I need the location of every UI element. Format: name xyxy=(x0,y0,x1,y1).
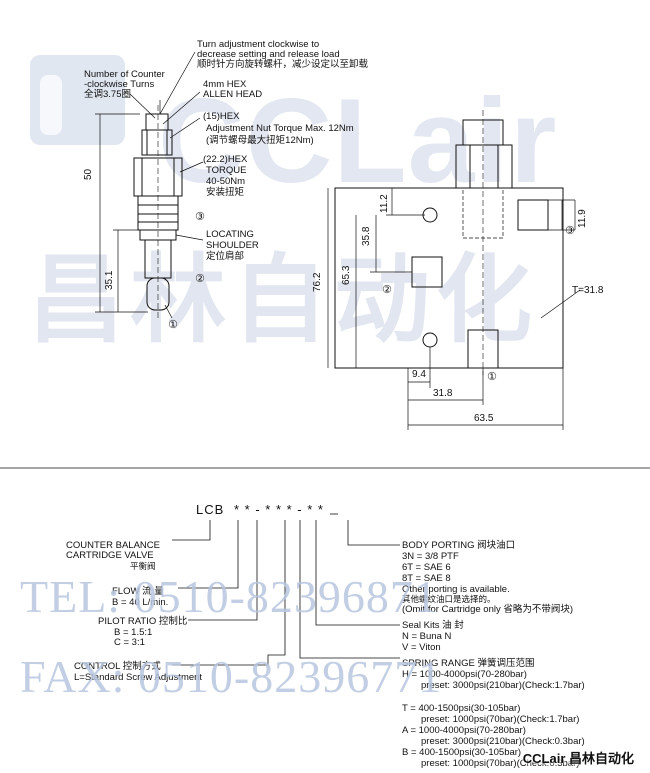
port-2 xyxy=(411,256,443,288)
locating-label-1: LOCATING xyxy=(206,229,254,240)
spring-option-a: A = 1000-4000psi(70-280bar) xyxy=(402,725,526,736)
watermark-brand-text: CCLair xyxy=(158,74,558,208)
watermark-tel: TEL: 0510-82396871 xyxy=(20,571,438,622)
adj-nut-torque-label: Adjustment Nut Torque Max. 12Nm xyxy=(206,123,354,134)
allen-head-label: ALLEN HEAD xyxy=(203,89,263,100)
mount-hole-bottom xyxy=(422,332,438,348)
counter-turns-line2: -clockwise Turns xyxy=(84,79,155,90)
seal-kits-label: Seal Kits 油 封 xyxy=(402,620,464,631)
flow-option-b: B = 40 L/min. xyxy=(112,597,169,608)
spring-option-t-preset: preset: 1000psi(70bar)(Check:1.7bar) xyxy=(421,714,580,725)
model-code: LCB xyxy=(196,502,225,517)
porting-other-en: Other porting is available. xyxy=(402,584,510,595)
port-3-marker-left: ③ xyxy=(195,211,205,223)
pilot-ratio-b: B = 1.5:1 xyxy=(114,627,153,638)
porting-3n: 3N = 3/8 PTF xyxy=(402,551,459,562)
port-2-marker-left: ② xyxy=(195,273,205,285)
hex-22-label: (22.2)HEX xyxy=(203,154,248,165)
footer-brand: CCLair 昌林自动化 xyxy=(522,751,634,766)
left-dimensions xyxy=(95,113,148,313)
watermark-fax: FAX: 0510-82396771 xyxy=(20,651,443,702)
block-valve-nut xyxy=(455,144,513,189)
locating-label-2: SHOULDER xyxy=(206,240,259,251)
ordering-code-lines xyxy=(172,513,400,666)
dim-35-8: 35.8 xyxy=(361,226,372,246)
spring-option-b: B = 400-1500psi(30-105bar) xyxy=(402,747,522,758)
counter-balance-cn: 平衡阀 xyxy=(130,561,156,571)
port-1-marker-right: ① xyxy=(487,371,497,383)
watermark-brand-cn: 昌林自动化 xyxy=(28,244,538,356)
dim-65-3: 65.3 xyxy=(341,265,352,285)
dim-9-4: 9.4 xyxy=(412,369,426,380)
turn-adjust-note-line1: Turn adjustment clockwise to xyxy=(197,39,320,50)
pilot-ratio-c: C = 3:1 xyxy=(114,637,145,648)
counter-balance-1: COUNTER BALANCE xyxy=(66,540,160,551)
counter-balance-2: CARTRIDGE VALVE xyxy=(66,550,154,561)
hex-15-label: (15)HEX xyxy=(203,111,240,122)
body-porting-label: BODY PORTING 阀块油口 xyxy=(402,540,516,551)
spring-range-label: SPRING RANGE 弹簧调压范围 xyxy=(402,658,535,669)
port-3 xyxy=(517,199,549,231)
block-thickness: T=31.8 xyxy=(572,285,604,296)
watermark-logo-cut xyxy=(40,75,62,135)
spring-option-h-preset: preset: 3000psi(210bar)(Check:1.7bar) xyxy=(421,680,585,691)
port-3-marker-right: ③ xyxy=(565,225,575,237)
spring-option-t: T = 400-1500psi(30-105bar) xyxy=(402,703,521,714)
locating-cn: 定位肩部 xyxy=(206,251,245,262)
seal-option-v: V = Viton xyxy=(402,642,441,653)
valve-cap xyxy=(145,113,169,131)
adj-nut-torque-cn: (调节螺母最大扭矩12Nm) xyxy=(206,135,314,146)
cartridge-valve-drawing xyxy=(133,105,183,320)
porting-6t: 6T = SAE 6 xyxy=(402,562,451,573)
valve-nut-15hex xyxy=(141,129,173,156)
mount-hole-top xyxy=(422,207,438,223)
dim-35-1: 35.1 xyxy=(104,270,115,290)
porting-8t: 8T = SAE 8 xyxy=(402,573,451,584)
port-1-marker-left: ① xyxy=(168,319,178,331)
flow-label: FLOW 流 量 xyxy=(112,586,164,597)
dim-11-9: 11.9 xyxy=(577,209,588,228)
counter-turns-cn: 全调3.75圈 xyxy=(84,89,131,100)
dim-50: 50 xyxy=(83,168,94,180)
spring-option-h: H = 1000-4000psi(70-280bar) xyxy=(402,669,527,680)
spring-option-a-preset: preset: 3000psi(210bar)(Check:0.3bar) xyxy=(421,736,585,747)
torque-cn: 安装扭矩 xyxy=(206,187,245,198)
left-leaders xyxy=(129,51,204,319)
dim-76-2: 76.2 xyxy=(312,272,323,292)
turn-adjust-note-cn: 顺时针方向旋转螺杆，减少设定以至卸载 xyxy=(197,59,369,70)
counter-turns-line1: Number of Counter xyxy=(84,69,165,80)
torque-label: TORQUE xyxy=(206,165,247,176)
block-outline xyxy=(334,187,564,369)
porting-other-cn: 其他螺纹油口是选择的。 xyxy=(402,594,496,604)
right-dimensions xyxy=(327,188,581,430)
hex-4mm-label: 4mm HEX xyxy=(203,79,247,90)
control-label: CONTROL 控制方式 xyxy=(74,661,161,672)
seal-option-n: N = Buna N xyxy=(402,631,452,642)
port-2-marker-right: ② xyxy=(382,284,392,296)
turn-adjust-note-line2: decrease setting and release load xyxy=(197,49,340,60)
spring-option-b-preset: preset: 1000psi(70bar)(Check:0.3bar) xyxy=(421,758,580,769)
dim-11-2: 11.2 xyxy=(379,194,390,213)
dim-31-8: 31.8 xyxy=(433,388,453,399)
model-code-slots: * * - * * * - * * xyxy=(234,502,324,517)
valve-block-drawing xyxy=(334,110,564,375)
dim-63-5: 63.5 xyxy=(474,413,494,424)
porting-omit-note: (Omit for Cartridge only 省略为不带阀块) xyxy=(402,604,574,615)
control-option-l: L=Standard Screw Adjustment xyxy=(74,672,203,683)
pilot-ratio-label: PILOT RATIO 控制比 xyxy=(98,616,188,627)
torque-value: 40-50Nm xyxy=(206,176,246,187)
